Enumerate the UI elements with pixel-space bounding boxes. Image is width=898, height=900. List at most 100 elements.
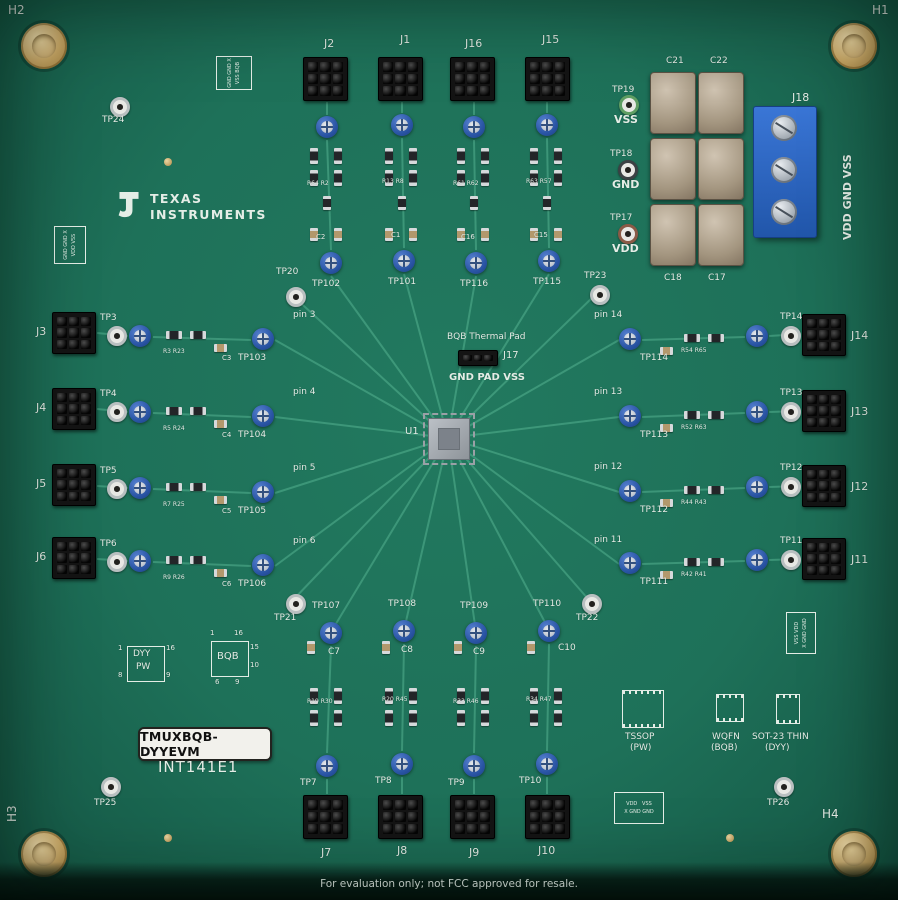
header-pin [455,812,466,822]
header-pin [819,554,829,564]
header-pin [554,824,565,834]
smd-resistor [310,710,318,726]
silk-label-tp111: TP111 [640,577,669,587]
header-pin [807,341,817,351]
header-pin [554,62,565,72]
header-pin [308,800,319,810]
header-pin [81,404,91,414]
trimpot [129,401,151,423]
smd-resistor [190,556,206,564]
test-point [101,777,121,797]
smd-resistor [310,170,318,186]
header-pin [807,554,817,564]
smd-resistor [481,710,489,726]
silk-label-c21: C21 [666,56,684,66]
header-pin [554,812,565,822]
smd-resistor [684,558,700,566]
silk-label-tp8: TP8 [375,776,392,786]
silk-label-tp23: TP23 [584,271,607,281]
silk-label-tp12: TP12 [780,463,803,473]
header-pin [807,481,817,491]
trimpot [538,620,560,642]
trimpot [463,755,485,777]
smd-resistor [554,148,562,164]
header-pin [819,417,829,427]
fiducial-dot [726,834,734,842]
smd-resistor [543,196,551,210]
silk-label-c18: C18 [664,273,682,283]
header-pin [332,800,343,810]
silk-label-c22: C22 [710,56,728,66]
header-pin [831,492,841,502]
silk-label-tp20: TP20 [276,267,299,277]
silk-label-c1: C1 [391,231,401,239]
trimpot [129,550,151,572]
smd-capacitor [554,228,562,241]
test-point [618,224,638,244]
header-pin [57,393,67,403]
trimpot [320,252,342,274]
header-pin [484,355,493,361]
header-pin [57,415,67,425]
trimpot [619,552,641,574]
header-pin [463,355,472,361]
footer-note: For evaluation only; not FCC approved fo… [320,878,578,890]
silk-label-tp26: TP26 [767,798,790,808]
package-outline [716,694,744,722]
pin-header-j12 [802,465,846,507]
pin-header-j15 [525,57,570,101]
header-pin [530,812,541,822]
header-pin [395,74,406,84]
header-pin [81,339,91,349]
silk-label-j6: J6 [36,550,47,563]
pin-header-j17 [458,350,498,366]
header-pin [69,469,79,479]
smd-resistor [708,411,724,419]
capacitor [650,72,696,134]
silk-label-r19-r30: R19 R30 [307,698,333,705]
trimpot [129,325,151,347]
smd-resistor [310,148,318,164]
header-pin [57,404,67,414]
silk-label-r20-r45: R20 R45 [382,696,408,703]
header-pin [530,824,541,834]
header-pin [308,824,319,834]
test-point [619,95,639,115]
header-pin [383,824,394,834]
smd-capacitor [660,571,673,579]
header-pin [819,565,829,575]
silk-label-h1: H1 [872,3,889,17]
header-pin [69,542,79,552]
header-pin [57,317,67,327]
jumper-legend-text: GND GND X VSS BQB [226,58,241,88]
ic-u1 [423,413,475,465]
trimpot [252,405,274,427]
silk-label-j11: J11 [851,553,869,566]
smd-capacitor [409,228,417,241]
trimpot [746,476,768,498]
header-pin [479,800,490,810]
silk-label-c7: C7 [328,647,341,657]
silk-label-pin-6: pin 6 [293,536,316,546]
board-name-sticker: TMUXBQB-DYYEVM [138,727,272,761]
brand-text: TEXAS INSTRUMENTS [150,191,267,222]
silk-label-r5-r24: R5 R24 [163,425,185,432]
header-pin [455,824,466,834]
header-pin [819,319,829,329]
silk-label-tp22: TP22 [576,613,599,623]
header-pin [554,800,565,810]
trimpot [252,481,274,503]
trimpot [252,328,274,350]
header-pin [308,86,319,96]
trimpot [463,116,485,138]
header-pin [332,62,343,72]
jumper-legend: VDD VSS X GND GND [614,792,664,824]
silk-label-tp5: TP5 [100,466,117,476]
silk-label-tp106: TP106 [238,579,267,589]
smd-resistor [530,688,538,704]
test-point [107,552,127,572]
smd-resistor [457,710,465,726]
terminal-screw [771,115,797,141]
jumper-legend: GND GND X VSS BQB [216,56,252,90]
